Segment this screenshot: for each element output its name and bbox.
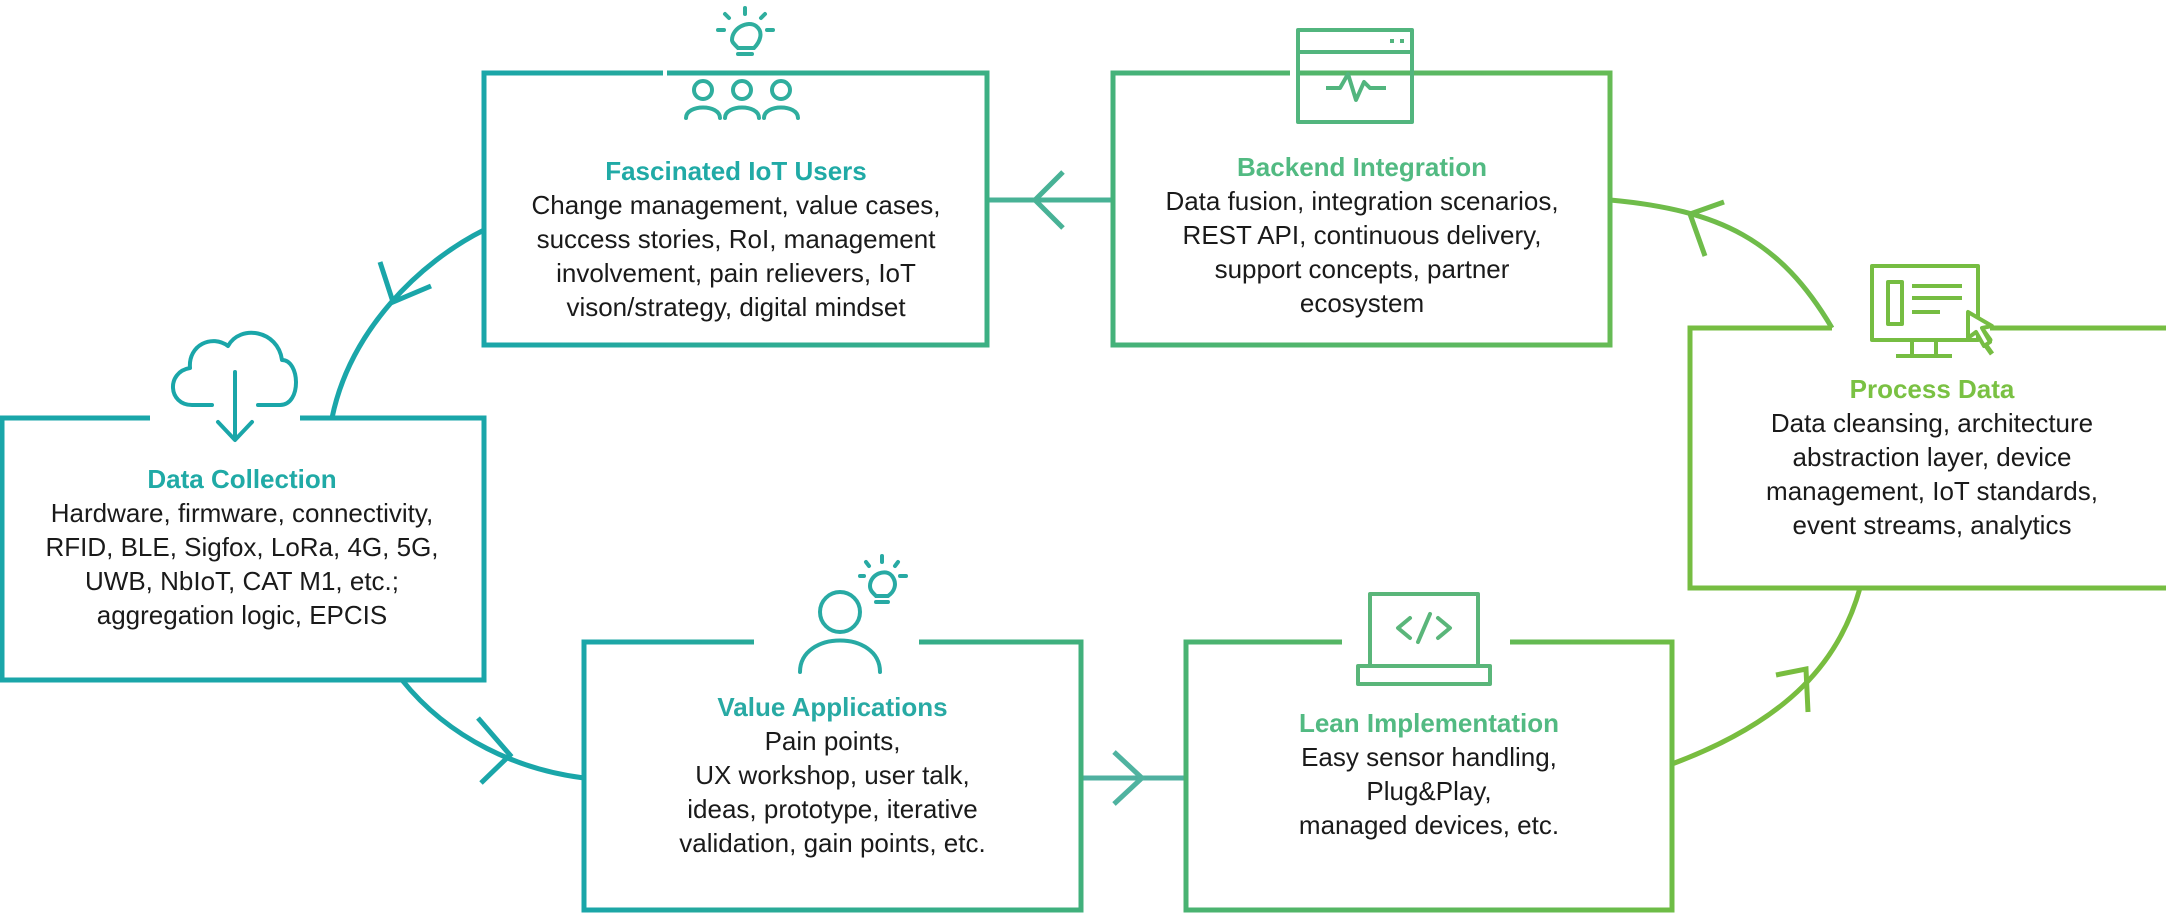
lean-line-2: Plug&Play, (1366, 776, 1492, 806)
process-line-2: abstraction layer, device (1792, 442, 2072, 472)
collection-line-4: aggregation logic, EPCIS (96, 600, 388, 630)
value-line-2: UX workshop, user talk, (695, 760, 970, 790)
fascinated-line-4: vison/strategy, digital mindset (566, 292, 906, 322)
arrowhead-value (476, 716, 514, 785)
browser-monitoring-icon (1296, 28, 1414, 124)
lean-line-3: managed devices, etc. (1298, 810, 1560, 840)
collection-title: Data Collection (147, 464, 337, 494)
fascinated-line-3: involvement, pain relievers, IoT (556, 258, 916, 288)
value-title: Value Applications (717, 692, 948, 722)
collection-line-3: UWB, NbIoT, CAT M1, etc.; (85, 566, 399, 596)
backend-line-4: ecosystem (1299, 288, 1425, 318)
users-idea-icon (684, 6, 800, 120)
box-lean (1183, 639, 1675, 913)
collection-line-2: RFID, BLE, Sigfox, LoRa, 4G, 5G, (45, 532, 439, 562)
cloud-download-icon (171, 330, 298, 442)
process-line-1: Data cleansing, architecture (1770, 408, 2094, 438)
value-line-1: Pain points, (764, 726, 901, 756)
fascinated-title: Fascinated IoT Users (605, 156, 867, 186)
lean-title: Lean Implementation (1298, 708, 1560, 738)
backend-line-2: REST API, continuous delivery, (1182, 220, 1542, 250)
box-fascinated (481, 70, 990, 348)
box-collection (0, 415, 487, 683)
box-backend-text: Backend Integration Data fusion, integra… (1138, 150, 1586, 320)
user-idea-icon (798, 554, 908, 674)
arrowhead-collection (377, 261, 432, 306)
arrowhead-fascinated (1031, 170, 1065, 230)
process-title: Process Data (1849, 374, 2015, 404)
box-collection-text: Data Collection Hardware, firmware, conn… (10, 462, 474, 632)
fascinated-line-2: success stories, RoI, management (536, 224, 936, 254)
box-process (1687, 325, 2166, 591)
connector-process-to-backend (1609, 197, 1835, 330)
monitor-dashboard-icon (1870, 264, 1995, 358)
backend-title: Backend Integration (1237, 152, 1487, 182)
box-lean-text: Lean Implementation Easy sensor handling… (1210, 706, 1648, 842)
arrowhead-backend (1686, 199, 1725, 257)
process-line-3: management, IoT standards, (1766, 476, 2098, 506)
box-backend (1110, 70, 1613, 348)
lean-line-1: Easy sensor handling, (1301, 742, 1557, 772)
box-value-text: Value Applications Pain points, UX works… (610, 690, 1055, 860)
box-value (581, 639, 1084, 913)
backend-line-1: Data fusion, integration scenarios, (1165, 186, 1559, 216)
laptop-code-icon (1356, 592, 1492, 686)
connector-lean-to-process (1671, 587, 1863, 767)
box-fascinated-text: Fascinated IoT Users Change management, … (514, 154, 958, 324)
backend-line-3: support concepts, partner (1214, 254, 1510, 284)
fascinated-line-1: Change management, value cases, (531, 190, 941, 220)
process-line-4: event streams, analytics (1792, 510, 2072, 540)
value-line-4: validation, gain points, etc. (679, 828, 986, 858)
arrowhead-process (1775, 665, 1811, 713)
value-line-3: ideas, prototype, iterative (687, 794, 978, 824)
connector-collection-to-value (400, 678, 585, 781)
connector-fascinated-to-collection (329, 227, 486, 419)
arrowhead-lean (1112, 750, 1146, 806)
collection-line-1: Hardware, firmware, connectivity, (50, 498, 434, 528)
box-process-text: Process Data Data cleansing, architectur… (1720, 372, 2144, 542)
